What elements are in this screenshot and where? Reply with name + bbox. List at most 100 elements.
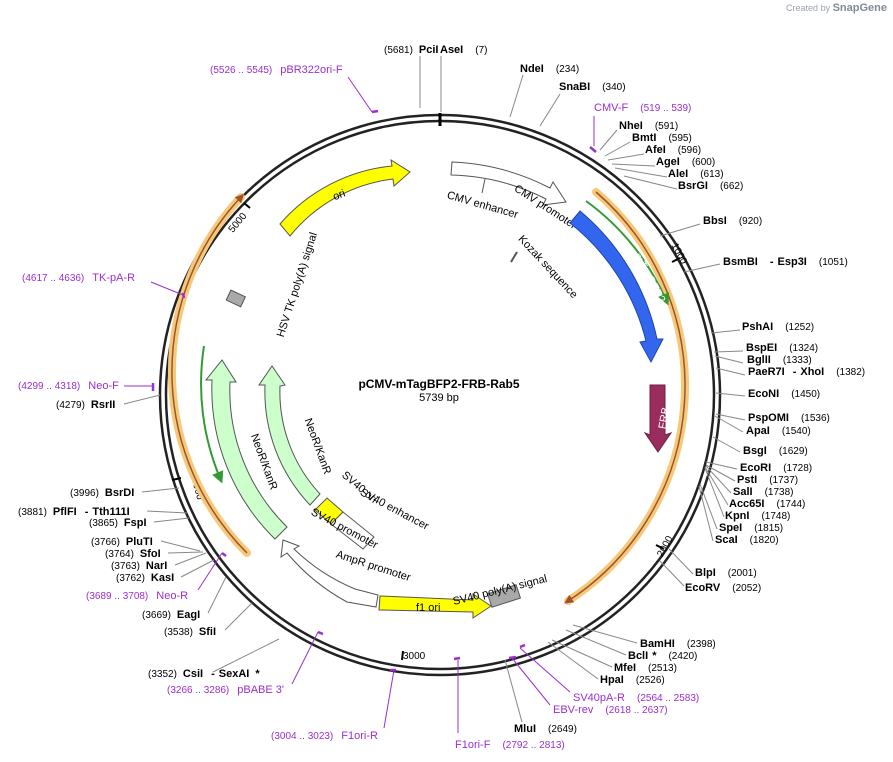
feature-hsv-tk-polya[interactable] bbox=[225, 289, 247, 308]
enzyme-paer7i[interactable]: PaeR7I-XhoI(1382) bbox=[748, 366, 865, 378]
enzyme-agei[interactable]: AgeI(600) bbox=[656, 156, 715, 168]
enzyme-mlui[interactable]: MluI(2649) bbox=[514, 723, 577, 735]
leader-sali bbox=[705, 465, 732, 494]
enzyme-bbsi[interactable]: BbsI(920) bbox=[703, 215, 762, 227]
feature-ampr-promoter-label: AmpR promoter bbox=[334, 549, 412, 585]
enzyme-pspomi[interactable]: PspOMI(1536) bbox=[748, 412, 830, 424]
enzyme-econi[interactable]: EcoNI(1450) bbox=[748, 388, 820, 400]
leader-csii bbox=[212, 638, 280, 673]
enzyme-scai[interactable]: ScaI(1820) bbox=[715, 534, 779, 546]
leader-nhei bbox=[599, 129, 618, 151]
enzyme-afei[interactable]: AfeI(596) bbox=[645, 144, 701, 156]
feature-neor-kanr-outer[interactable] bbox=[204, 359, 288, 540]
feature-cmv-enhancer-label: CMV enhancer bbox=[446, 189, 520, 221]
primer-f1ori-f[interactable]: F1ori-F(2792 .. 2813) bbox=[455, 739, 565, 751]
leader-agei bbox=[611, 163, 656, 167]
leader-acc65i bbox=[704, 466, 729, 506]
enzyme-nari[interactable]: (3763)NarI bbox=[111, 560, 167, 572]
leader-bspei bbox=[713, 350, 744, 353]
tick-2000 bbox=[655, 544, 665, 550]
leader-bglii bbox=[714, 355, 744, 364]
leader-ecori bbox=[705, 461, 738, 470]
enzyme-kasi[interactable]: (3762)KasI bbox=[116, 572, 174, 584]
enzyme-nhei[interactable]: NheI(591) bbox=[619, 120, 678, 132]
primer-ebv-rev[interactable]: EBV-rev(2618 .. 2637) bbox=[553, 704, 668, 716]
enzyme-ecori[interactable]: EcoRI(1728) bbox=[740, 462, 812, 474]
enzyme-alei[interactable]: AleI(613) bbox=[668, 168, 724, 180]
enzyme-csii[interactable]: (3352)CsiI-SexAI* bbox=[148, 668, 260, 680]
primer-labels: (5526 .. 5545)pBR322ori-F CMV-F(519 .. 5… bbox=[18, 64, 699, 751]
tick-1000 bbox=[671, 257, 681, 263]
leader-mlui bbox=[504, 659, 523, 723]
feature-cmv-promoter[interactable] bbox=[450, 161, 567, 206]
enzyme-bglii[interactable]: BglII(1333) bbox=[747, 354, 812, 366]
enzyme-labels: (5681)PciI AseI(7) NdeI(234) SnaBI(340) … bbox=[18, 44, 865, 735]
feature-kozak[interactable] bbox=[510, 251, 518, 263]
created-by-text: Created by bbox=[786, 3, 831, 13]
enzyme-bsrgi[interactable]: BsrGI(662) bbox=[678, 180, 743, 192]
primer-pbr322ori-f[interactable]: (5526 .. 5545)pBR322ori-F bbox=[210, 64, 343, 76]
feature-f1-ori[interactable] bbox=[378, 593, 492, 619]
feature-ori[interactable] bbox=[279, 158, 411, 237]
feature-kozak-label: Kozak sequence bbox=[516, 233, 580, 301]
primer-neo-r[interactable]: (3689 .. 3708)Neo-R bbox=[86, 590, 188, 602]
enzyme-bspei[interactable]: BspEI(1324) bbox=[746, 342, 818, 354]
enzyme-ecorv[interactable]: EcoRV(2052) bbox=[685, 582, 761, 594]
enzyme-bcli[interactable]: BclI*(2420) bbox=[628, 650, 697, 662]
enzyme-spei[interactable]: SpeI(1815) bbox=[719, 522, 783, 534]
enzyme-rsrii[interactable]: (4279)RsrII bbox=[56, 399, 115, 411]
enzyme-sfii[interactable]: (3538)SfiI bbox=[164, 626, 216, 638]
leader-neo-r bbox=[197, 552, 223, 591]
enzyme-bmti[interactable]: BmtI(595) bbox=[632, 132, 692, 144]
enzyme-hpai[interactable]: HpaI(2526) bbox=[600, 674, 665, 686]
enzyme-sali[interactable]: SalI(1738) bbox=[733, 486, 793, 498]
enzyme-sfoi[interactable]: (3764)SfoI bbox=[105, 548, 161, 560]
primer-neo-f[interactable]: (4299 .. 4318)Neo-F bbox=[18, 380, 119, 392]
primer-cmv-f[interactable]: CMV-F(519 .. 539) bbox=[594, 102, 691, 114]
feature-frb[interactable] bbox=[643, 384, 673, 453]
feature-neor-kanr-inner[interactable] bbox=[258, 365, 321, 506]
primer-marks bbox=[151, 109, 597, 672]
mark-sv40pa-r bbox=[519, 643, 526, 649]
leader-sv40pa-r bbox=[519, 647, 571, 693]
leader-bmti bbox=[604, 141, 631, 157]
enzyme-fspi[interactable]: (3865)FspI bbox=[89, 517, 147, 529]
orf-arrow-neo bbox=[171, 193, 248, 554]
enzyme-acc65i[interactable]: Acc65I(1744) bbox=[729, 498, 805, 510]
enzyme-ndei[interactable]: NdeI(234) bbox=[520, 63, 579, 75]
enzyme-psti[interactable]: PstI(1737) bbox=[737, 474, 798, 486]
primer-tk-pa-r[interactable]: (4617 .. 4636)TK-pA-R bbox=[22, 272, 135, 284]
leader-blpi bbox=[668, 548, 694, 575]
primer-pbabe3[interactable]: (3266 .. 3286)pBABE 3' bbox=[167, 684, 284, 696]
enzyme-pflfi[interactable]: (3881)PflFI-Tth111I bbox=[18, 506, 130, 518]
enzyme-bsgi[interactable]: BsgI(1629) bbox=[743, 445, 808, 457]
feature-sv40-enhancer[interactable] bbox=[330, 511, 375, 550]
tick-label-3000: 3000 bbox=[403, 651, 426, 662]
enzyme-bsrdi[interactable]: (3996)BsrDI bbox=[70, 487, 134, 499]
enzyme-blpi[interactable]: BlpI(2001) bbox=[695, 567, 757, 579]
orf-arrow-mtagbfp2 bbox=[585, 200, 670, 306]
feature-sv40-promoter[interactable] bbox=[280, 539, 379, 608]
enzyme-asei[interactable]: AseI(7) bbox=[440, 44, 487, 56]
enzyme-pluti[interactable]: (3766)PluTI bbox=[91, 536, 153, 548]
enzyme-mfei[interactable]: MfeI(2513) bbox=[614, 662, 677, 674]
leader-rsrii bbox=[123, 394, 161, 405]
enzyme-snabi[interactable]: SnaBI(340) bbox=[559, 81, 626, 93]
snapgene-credit: Created by SnapGene bbox=[786, 2, 887, 14]
enzyme-bamhi[interactable]: BamHI(2398) bbox=[640, 638, 716, 650]
enzyme-bsmbi[interactable]: BsmBI-Esp3I(1051) bbox=[723, 256, 848, 268]
leader-bsrgi bbox=[623, 175, 678, 190]
feature-sv40-polya[interactable] bbox=[486, 584, 522, 608]
enzyme-eagi[interactable]: (3669)EagI bbox=[142, 609, 200, 621]
enzyme-kpni[interactable]: KpnI(1748) bbox=[725, 510, 790, 522]
enzyme-apai[interactable]: ApaI(1540) bbox=[746, 425, 811, 437]
enzyme-pcii[interactable]: (5681)PciI bbox=[384, 44, 438, 56]
leader-snabi bbox=[539, 93, 561, 127]
feature-mtagbfp2[interactable] bbox=[569, 210, 664, 364]
feature-hsv-tk-polya-label: HSV TK poly(A) signal bbox=[275, 231, 320, 339]
enzyme-pshai[interactable]: PshAI(1252) bbox=[742, 321, 814, 333]
primer-sv40pa-r[interactable]: SV40pA-R(2564 .. 2583) bbox=[573, 692, 699, 704]
primer-f1ori-r[interactable]: (3004 .. 3023)F1ori-R bbox=[271, 730, 378, 742]
leader-bsgi bbox=[712, 436, 741, 453]
